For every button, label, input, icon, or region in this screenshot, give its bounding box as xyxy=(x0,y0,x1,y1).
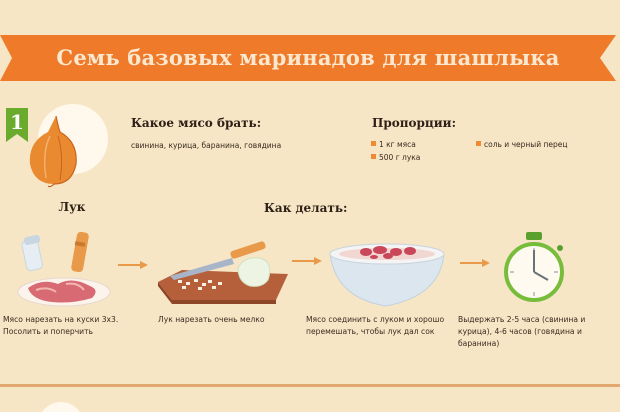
title-banner: Семь базовых маринадов для шашлыка xyxy=(0,35,616,81)
howto-heading: Как делать: xyxy=(264,201,348,215)
meat-list: свинина, курица, баранина, говядина xyxy=(131,141,282,150)
step-text: Мясо соединить с луком и хорошо перемеша… xyxy=(306,315,445,336)
proportions-heading: Пропорции: xyxy=(372,116,456,130)
bullet-icon xyxy=(371,154,376,159)
stopwatch-icon xyxy=(504,232,564,302)
proportion-item: соль и черный перец xyxy=(476,140,567,149)
bookmark-icon xyxy=(6,108,28,142)
arrow-right-icon xyxy=(460,259,490,267)
bullet-icon xyxy=(371,141,376,146)
marinade-number: 1 xyxy=(10,110,24,134)
meat-plate-icon xyxy=(17,232,111,307)
arrow-right-icon xyxy=(292,257,322,265)
meat-heading: Какое мясо брать: xyxy=(131,116,262,130)
bullet-icon xyxy=(476,141,481,146)
proportion-item: 1 кг мяса xyxy=(371,140,416,149)
step-text: Выдержать 2-5 часа (свинина и курица), 4… xyxy=(458,315,586,348)
ribbon-shape xyxy=(0,35,616,81)
section-divider xyxy=(0,384,620,387)
bowl-icon xyxy=(329,243,445,307)
onion-icon xyxy=(29,115,77,188)
marinade-name: Лук xyxy=(58,200,86,214)
number-badge: 1 xyxy=(6,108,28,142)
cutting-board-icon xyxy=(158,241,288,304)
step-text: Мясо нарезать на куски 3х3. Посолить и п… xyxy=(3,315,119,336)
arrow-right-icon xyxy=(118,261,148,269)
step-text: Лук нарезать очень мелко xyxy=(158,315,265,324)
page-title: Семь базовых маринадов для шашлыка xyxy=(56,45,560,70)
next-item-circle xyxy=(38,402,84,412)
proportion-item: 500 г лука xyxy=(371,153,420,162)
